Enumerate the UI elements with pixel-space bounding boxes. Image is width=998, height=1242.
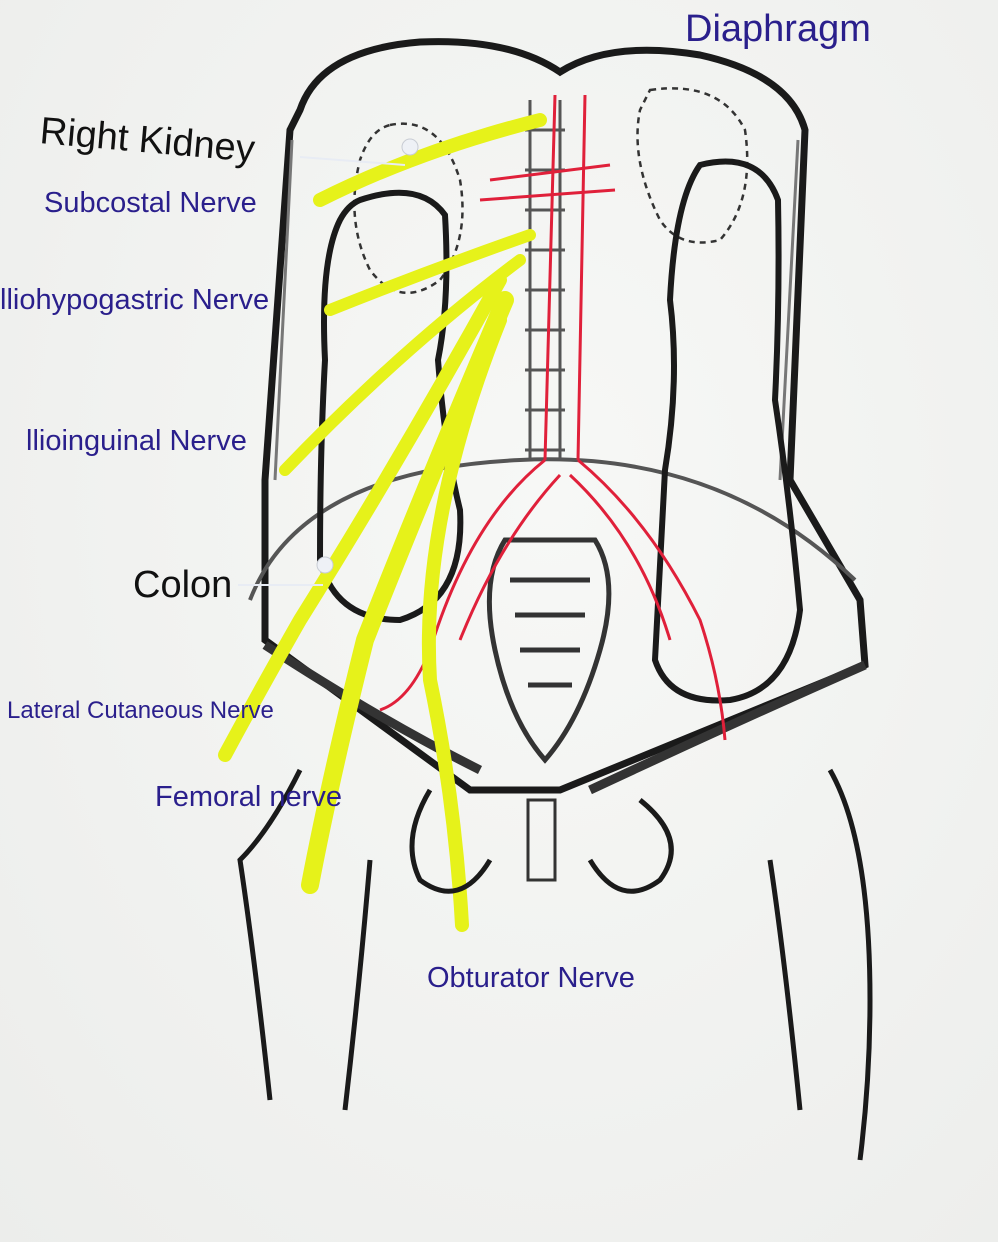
lateral-cutaneous-nerve-path <box>218 273 507 762</box>
iliohypogastric-nerve-path <box>324 229 536 316</box>
label-colon: Colon <box>133 564 233 606</box>
leader-lines <box>238 138 419 586</box>
label-femoral-nerve: Femoral nerve <box>155 781 342 813</box>
pelvic-rim <box>248 457 857 601</box>
label-subcostal-nerve: Subcostal Nerve <box>44 187 257 219</box>
aorta <box>379 94 727 741</box>
vertebral-column <box>525 100 565 460</box>
label-lateral-cutaneous-nerve: Lateral Cutaneous Nerve <box>7 697 274 724</box>
label-obturator-nerve: Obturator Nerve <box>427 962 635 994</box>
coccyx <box>526 798 557 882</box>
sacrum <box>486 537 612 764</box>
label-ilioinguinal-nerve: llioinguinal Nerve <box>26 425 247 457</box>
torso-outline <box>261 38 869 794</box>
label-iliohypogastric-nerve: lliohypogastric Nerve <box>0 284 270 316</box>
hip-outline <box>237 768 873 1161</box>
descending-colon-shape <box>651 158 804 704</box>
subcostal-nerve-path <box>313 113 547 207</box>
ascending-colon-shape <box>316 189 464 624</box>
left-kidney-shape <box>636 87 749 244</box>
label-diaphragm: Diaphragm <box>685 8 871 50</box>
torso-inner <box>273 139 800 481</box>
femoral-nerve-path <box>301 291 514 894</box>
obturator-nerve-path <box>421 313 507 932</box>
sacral-segments <box>510 577 590 688</box>
nerves <box>218 113 547 932</box>
pelvic-crest <box>262 641 867 795</box>
right-kidney-shape <box>353 122 464 295</box>
ilioinguinal-nerve-path <box>279 254 526 476</box>
